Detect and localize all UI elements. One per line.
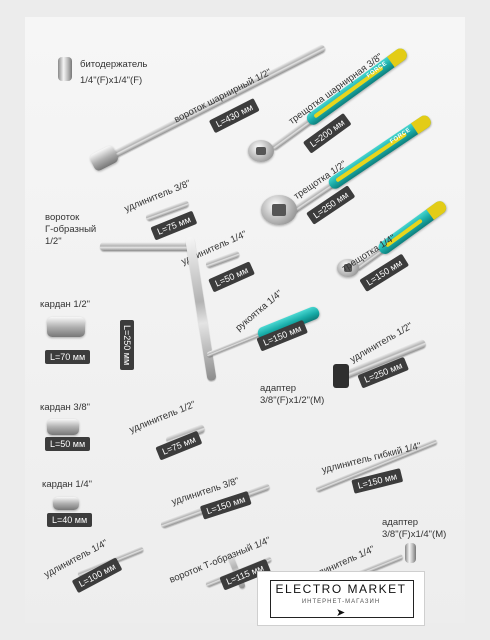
adapter-1-label: адаптер: [260, 383, 297, 394]
adapter-1-image: [333, 364, 349, 388]
l-wrench-label-line3: 1/2": [45, 236, 62, 247]
cardan-12-length-badge: L=70 мм: [45, 350, 91, 364]
catalog-sheet: битодержатель 1/4"(F)x1/4"(F) вороток ша…: [25, 17, 465, 623]
logo-subtitle: ИНТЕРНЕТ-МАГАЗИН: [301, 599, 381, 605]
bit-holder-size: 1/4"(F)x1/4"(F): [80, 75, 143, 86]
electro-market-logo: ELECTRO MARKET ИНТЕРНЕТ-МАГАЗИН ➤: [257, 571, 425, 626]
bit-holder-image: [58, 57, 72, 81]
logo-frame: [270, 580, 414, 618]
brand-text: FORCE: [389, 127, 413, 146]
cardan-14-label: кардан 1/4": [42, 479, 93, 490]
extension-14-short-length-badge: L=50 мм: [208, 261, 256, 293]
adapter-2-label: адаптер: [382, 517, 419, 528]
cursor-icon: ➤: [336, 607, 346, 619]
l-wrench-label-line1: вороток: [45, 212, 80, 223]
hinged-ratchet-head: [248, 140, 274, 162]
cardan-12-label: кардан 1/2": [40, 299, 91, 310]
ratchet-12-head: [261, 195, 297, 225]
cardan-14-length-badge: L=40 мм: [47, 513, 93, 527]
cardan-14-image: [53, 497, 79, 510]
l-wrench-length-badge: L=250 мм: [120, 320, 134, 371]
cardan-38-length-badge: L=50 мм: [45, 437, 91, 451]
cardan-38-image: [47, 419, 79, 435]
logo-title: ELECTRO MARKET: [275, 582, 407, 596]
adapter-1-size: 3/8"(F)x1/2"(M): [260, 395, 325, 406]
cardan-12-image: [47, 317, 85, 337]
adapter-2-size: 3/8"(F)x1/4"(M): [382, 529, 447, 540]
adapter-2-image: [405, 543, 416, 563]
bit-holder-title: битодержатель: [80, 59, 148, 70]
ratchet-14-head: [337, 259, 359, 277]
l-wrench-label-line2: Г-образный: [45, 224, 97, 235]
cardan-38-label: кардан 3/8": [40, 402, 91, 413]
